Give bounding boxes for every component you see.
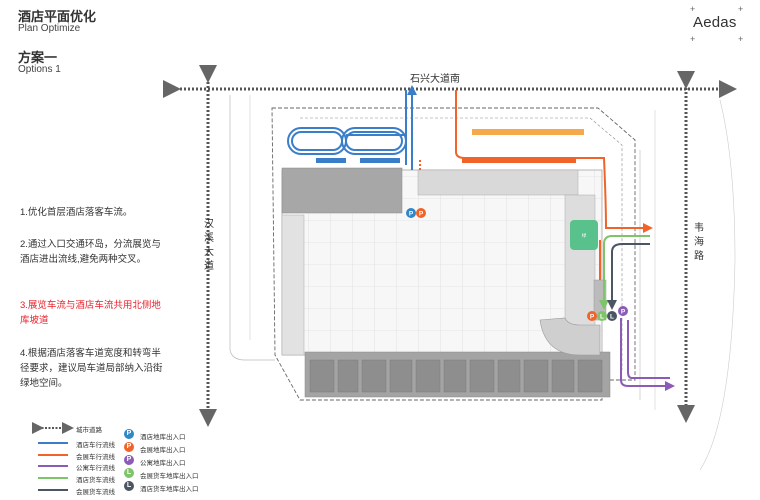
west-block [281,214,305,356]
road-label-north: 石兴大道南 [410,74,460,85]
logo-corner-mark: + [738,4,744,14]
note-3: 3.展览车流与酒店车流共用北侧地库坡道 [20,300,161,326]
svg-text:P: P [621,309,626,316]
svg-text:P: P [409,211,414,218]
parking-marker-icon: P [124,442,134,452]
parking-marker-icon: P P P P [406,208,628,321]
legend-label: 城市道路 [76,427,102,434]
expo-vehicle-flow [419,90,653,280]
legend-marker-label: 会展地库出入口 [140,447,186,454]
legend-lines [32,422,74,491]
drop-off-ramp [539,317,601,356]
note-4: 4.根据酒店落客车道宽度和转弯半径要求，建议局车道局部纳入沿街绿地空间。 [20,348,163,389]
site-redline [271,107,636,401]
hotel-tower-block [281,167,403,214]
legend-label: 公寓车行流线 [76,465,115,472]
aedas-logo: Aedas [693,14,737,31]
green-zone [570,220,598,250]
logo-corner-mark: + [690,34,696,44]
svg-text:P: P [419,211,424,218]
loading-marker-icon: L [124,468,134,478]
setback-line [300,117,623,370]
south-block-units [309,359,603,393]
expo-truck-flow [607,243,650,310]
site-boundary [229,95,275,361]
site-boundary [699,99,736,471]
page-title: 酒店平面优化 [18,9,97,24]
road-label-west: 汉溪大道 [204,219,214,272]
north-block [417,169,579,196]
hotel-truck-flow [599,235,650,310]
loading-marker-icon: L L [597,311,617,321]
note-2: 2.通过入口交通环岛，分流展览与酒店进出流线,避免两种交叉。 [20,239,161,265]
legend-label: 会展车行流线 [76,454,115,461]
page-subtitle: Plan Optimize [18,23,81,34]
parking-marker-icon: P [124,429,134,439]
option-subtitle: Options 1 [18,64,61,75]
svg-text:L: L [600,314,604,321]
legend-marker-label: 酒店货车地库出入口 [140,486,199,493]
legend-marker-label: 酒店地库出入口 [140,434,186,441]
expo-drop-off-bar [462,157,576,163]
legend-label: 酒店车行流线 [76,442,115,449]
hotel-vehicle-flow [287,85,417,170]
road-label-east: 韦海路 [694,223,704,262]
hotel-drop-off-bar [316,158,346,163]
svg-text:P: P [590,314,595,321]
svg-text:L: L [610,314,614,321]
option-title: 方案一 [18,50,58,65]
logo-corner-mark: + [690,4,696,14]
expo-zone-bar [472,129,584,135]
loading-marker-icon: L [124,481,134,491]
legend-marker-label: 公寓地库出入口 [140,460,186,467]
legend-marker-label: 会展货车地库出入口 [140,473,199,480]
note-1: 1.优化首层酒店落客车流。 [20,207,133,218]
apartment-vehicle-flow [620,318,675,391]
parking-marker-icon: P [124,455,134,465]
svg-text:绿: 绿 [582,232,587,238]
legend-label: 酒店货车流线 [76,477,115,484]
hotel-drop-off-bar [360,158,400,163]
legend-label: 会展货车流线 [76,489,115,496]
logo-corner-mark: + [738,34,744,44]
